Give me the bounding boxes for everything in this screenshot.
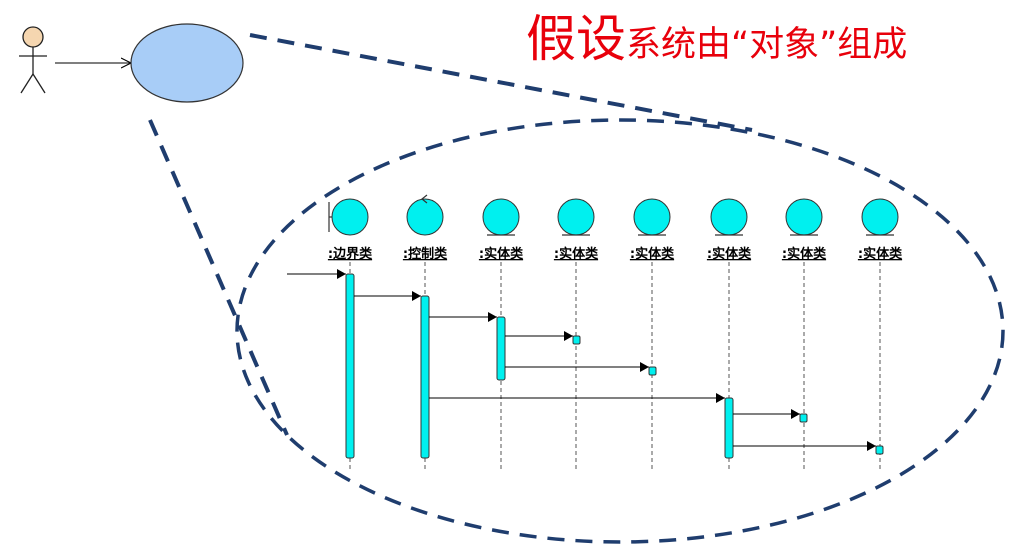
zoom-line-top — [249, 33, 753, 132]
lifeline-label: :实体类 — [858, 246, 903, 262]
activation-bar-entity-6 — [875, 445, 884, 455]
zoom-ellipse — [235, 118, 1005, 544]
lifeline-1: :边界类 — [328, 198, 373, 470]
activation-bar-entity-2 — [572, 335, 581, 345]
title-rest: 系统由“对象”组成 — [626, 25, 908, 65]
lifeline-label: :实体类 — [782, 246, 827, 262]
activation-bar-boundary — [345, 273, 355, 459]
entity-object-icon — [633, 198, 671, 236]
lifeline-6: :实体类 — [707, 198, 752, 470]
lifeline-3: :实体类 — [479, 198, 524, 470]
lifeline-label: :实体类 — [630, 246, 675, 262]
activation-bar-entity-3 — [648, 366, 657, 376]
lifeline-label: :边界类 — [328, 246, 373, 262]
activation-bar-control — [420, 295, 430, 459]
lifeline-5: :实体类 — [630, 198, 675, 470]
entity-object-icon — [861, 198, 899, 236]
use-case-ellipse — [130, 23, 244, 103]
title-emphasis: 假设 — [526, 10, 626, 68]
boundary-object-icon — [328, 198, 369, 236]
lifeline-2: :控制类 — [403, 194, 448, 470]
zoom-line-bottom — [148, 119, 289, 436]
lifeline-8: :实体类 — [858, 198, 903, 470]
activation-bar-entity-4 — [724, 397, 734, 459]
diagram-title: 假设系统由“对象”组成 — [526, 14, 907, 64]
lifeline-label: :实体类 — [554, 246, 599, 262]
lifeline-label: :实体类 — [479, 246, 524, 262]
entity-object-icon — [557, 198, 595, 236]
entity-object-icon — [785, 198, 823, 236]
control-object-icon — [406, 194, 444, 236]
activation-bar-entity-5 — [799, 413, 808, 423]
activation-bar-entity-1 — [496, 316, 506, 381]
actor-icon — [19, 26, 47, 94]
entity-object-icon — [482, 198, 520, 236]
lifeline-label: :实体类 — [707, 246, 752, 262]
lifeline-7: :实体类 — [782, 198, 827, 470]
entity-object-icon — [710, 198, 748, 236]
lifeline-4: :实体类 — [554, 198, 599, 470]
lifelines-group: :边界类 :控制类 :实体类 :实体类 :实体类 :实体类 :实体类 :实体类 — [328, 194, 903, 470]
lifeline-label: :控制类 — [403, 246, 448, 262]
